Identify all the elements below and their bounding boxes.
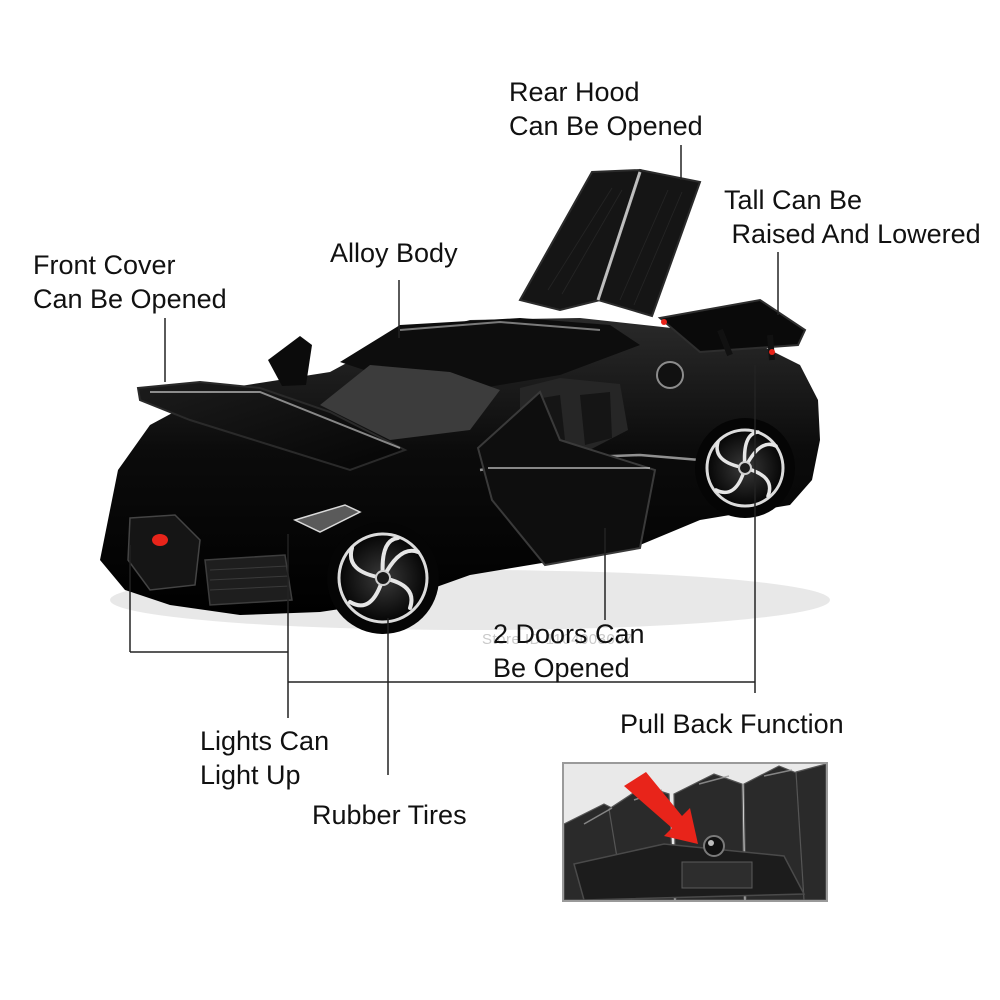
leader-lines (129, 145, 779, 775)
label-lights-line-2: Light Up (200, 760, 301, 790)
front-cover (136, 380, 408, 472)
label-rear-hood-line-2: Can Be Opened (509, 111, 703, 141)
badge (152, 534, 168, 546)
pull-back-button-icon (703, 835, 725, 857)
label-rear-hood-line-1: Rear Hood (509, 77, 640, 107)
headlight (292, 504, 362, 533)
label-tall-line-2: Raised And Lowered (724, 219, 981, 249)
pull-back-inset-drawing (564, 764, 826, 900)
label-front-cover-line-2: Can Be Opened (33, 284, 227, 314)
side-mirror (268, 336, 312, 386)
lower-intake (204, 554, 293, 606)
label-front-cover: Front Cover Can Be Opened (33, 248, 227, 316)
rear-wheel (695, 418, 795, 518)
label-front-cover-line-1: Front Cover (33, 250, 176, 280)
label-pull-back: Pull Back Function (620, 707, 844, 741)
label-pull-back-line-1: Pull Back Function (620, 709, 844, 739)
label-lights: Lights Can Light Up (200, 724, 329, 792)
store-watermark: Store ID 1104003007 (482, 631, 633, 648)
label-rubber-tires: Rubber Tires (312, 798, 467, 832)
label-rubber-tires-line-1: Rubber Tires (312, 800, 467, 830)
label-lights-line-1: Lights Can (200, 726, 330, 756)
label-doors: 2 Doors Can Be Opened (493, 617, 645, 685)
front-wheel (327, 522, 439, 634)
label-alloy-body-line-1: Alloy Body (330, 238, 458, 268)
red-arrow-icon (624, 772, 698, 844)
front-grille (127, 514, 201, 591)
pull-back-inset (562, 762, 828, 902)
label-alloy-body: Alloy Body (330, 236, 458, 270)
roof-highlight (399, 320, 601, 331)
label-rear-hood: Rear Hood Can Be Opened (509, 75, 703, 143)
label-doors-line-1: 2 Doors Can (493, 619, 645, 649)
label-tall-raised-lowered: Tall Can Be Raised And Lowered (724, 183, 981, 251)
label-doors-line-2: Be Opened (493, 653, 630, 683)
side-emblem (656, 361, 684, 389)
label-tall-line-1: Tall Can Be (724, 185, 863, 215)
windshield (320, 365, 500, 440)
opened-door (476, 390, 657, 567)
